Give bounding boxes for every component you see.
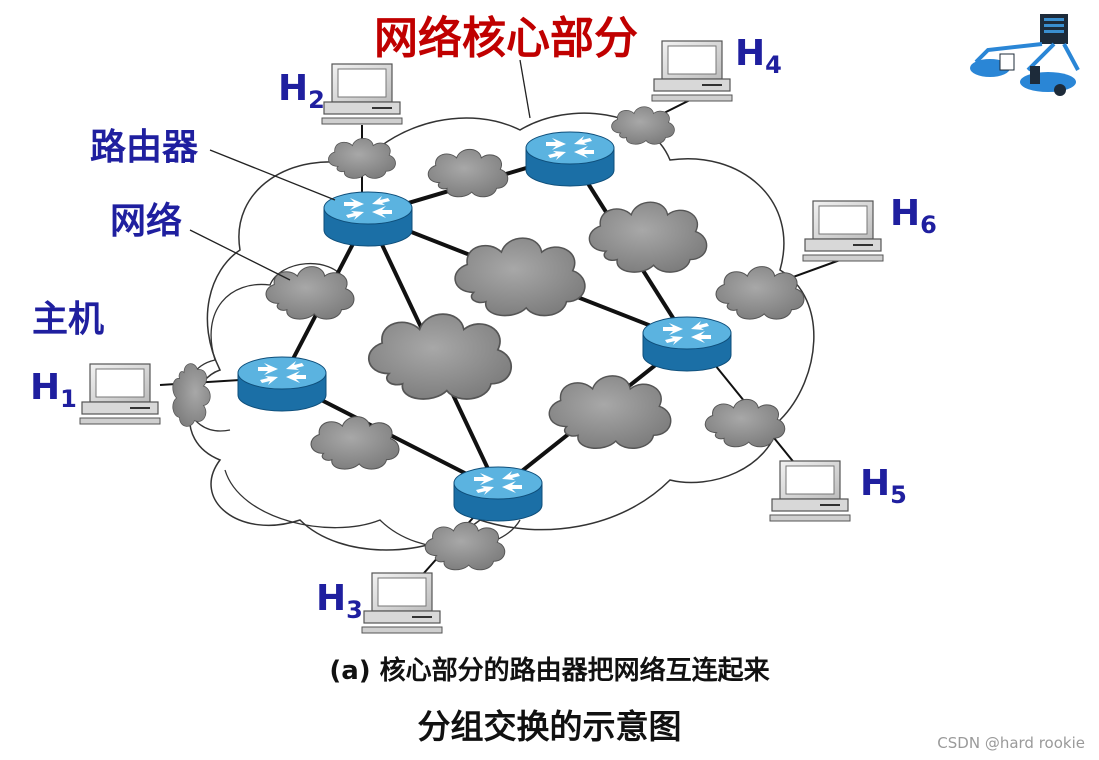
host-h3-label: H3 <box>316 578 363 624</box>
diagram-title: 网络核心部分 <box>374 13 638 64</box>
host-h4-label: H4 <box>735 33 782 79</box>
watermark-text: CSDN @hard rookie <box>937 734 1085 752</box>
host-h2-label: H2 <box>278 68 325 114</box>
figure-subtitle: 分组交换的示意图 <box>417 707 682 746</box>
core-network-outline <box>188 112 815 551</box>
host-h5-label: H5 <box>860 463 907 509</box>
network-label: 网络 <box>110 201 183 242</box>
host-h6-label: H6 <box>890 193 937 239</box>
leader-lines <box>189 59 531 281</box>
figure-caption: (a) 核心部分的路由器把网络互连起来 <box>329 656 770 686</box>
data-center-logo <box>970 14 1080 96</box>
host-label: 主机 <box>32 299 105 340</box>
host-h1-label: H1 <box>30 367 77 413</box>
router-label: 路由器 <box>90 127 199 168</box>
